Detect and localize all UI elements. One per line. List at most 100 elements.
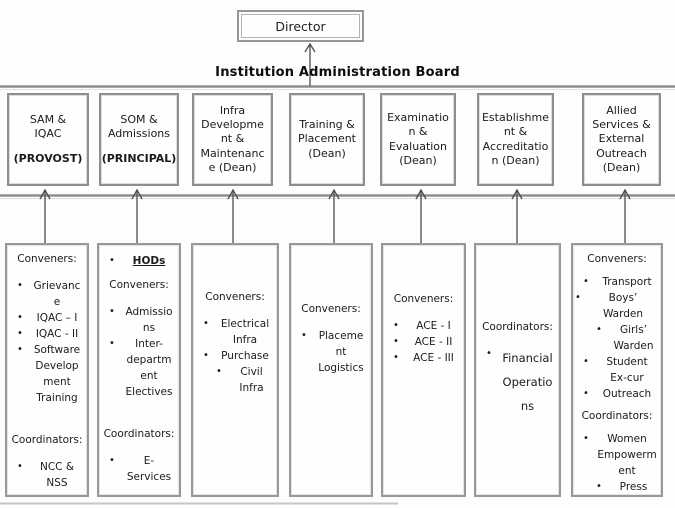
dept-title: SAM & IQAC <box>29 112 67 140</box>
director-label: Director <box>275 18 326 34</box>
bullet-icon: • <box>17 312 23 323</box>
list-item-label: ACE - III <box>413 352 454 364</box>
dept-title: Examinatio n & Evaluation (Dean) <box>387 110 449 167</box>
bullet-icon: • <box>596 481 602 492</box>
list-item-label: Outreach <box>602 388 652 400</box>
list-item: • Placeme nt Logistics <box>291 328 371 376</box>
list-item-label: Kitchen Garden <box>597 495 657 497</box>
arrow-to-director <box>304 42 316 86</box>
dept-box-examination-evaluation: Examinatio n & Evaluation (Dean) <box>380 93 456 186</box>
list-item-label: Electrical Infra <box>220 318 270 346</box>
dept-title: Training & Placement (Dean) <box>297 118 356 160</box>
list-item: • Civil Infra <box>193 364 277 396</box>
list-item: • IQAC - II <box>7 326 87 342</box>
bullet-icon: • <box>17 461 23 472</box>
section-heading: Coordinators: <box>103 428 175 440</box>
bullet-icon: • <box>575 292 581 303</box>
list-item: • Electrical Infra <box>193 316 277 348</box>
list-item: •NCC & NSS <box>7 459 87 491</box>
list-item-label: Girls’ Warden <box>613 324 654 352</box>
list-item: • IQAC – I <box>7 310 87 326</box>
bullet-icon: • <box>17 280 23 291</box>
director-box: Director <box>237 10 364 42</box>
bullet-icon: • <box>393 352 399 363</box>
list-item: • Inter- departm ent Electives <box>99 336 179 400</box>
list-item-label: Press <box>619 481 648 493</box>
dept-box-som-admissions: SOM & Admissions (PRINCIPAL) <box>99 93 179 186</box>
bullet-icon: • <box>583 276 589 287</box>
dept-title: Allied Services & External Outreach (Dea… <box>592 103 651 174</box>
list-item: • Girls’ Warden <box>573 322 661 354</box>
list-item-label: IQAC - II <box>35 328 79 340</box>
list-item-label: Grievanc e <box>33 280 81 308</box>
list-item: • ACE - I <box>383 318 464 334</box>
list-item: • Grievanc e <box>7 278 87 310</box>
bullet-icon: • <box>393 336 399 347</box>
panel-allied-services: Conveners:•Transport•Boys’ Warden•Girls’… <box>571 243 663 497</box>
section-heading: Coordinators: <box>581 410 653 422</box>
section-heading: Coordinators: <box>11 434 83 446</box>
list-item: • Boys’ Warden <box>573 290 661 322</box>
list-item: •Kitchen Garden <box>573 495 661 497</box>
bullet-icon: • <box>486 348 492 359</box>
list-item-label: Software Develop ment Training <box>33 344 81 404</box>
section-heading: Conveners: <box>109 279 169 291</box>
list-item-label: Placeme nt Logistics <box>318 330 364 374</box>
bullet-icon: • <box>216 366 222 377</box>
section-heading: Conveners: <box>301 303 361 315</box>
bullet-icon: • <box>301 330 307 341</box>
bullet-icon: • <box>583 356 589 367</box>
board-title: Institution Administration Board <box>215 65 460 80</box>
section-heading: Conveners: <box>17 253 77 265</box>
dept-subtitle: (PROVOST) <box>13 152 83 166</box>
bullet-icon: • <box>109 306 115 317</box>
dept-box-establishment-accreditation: Establishme nt & Accreditatio n (Dean) <box>477 93 554 186</box>
dept-title: Establishme nt & Accreditatio n (Dean) <box>481 110 549 167</box>
list-item: • Software Develop ment Training <box>7 342 87 406</box>
list-item: • Press <box>573 479 661 495</box>
list-item-label: Women Empowerm ent <box>597 433 657 477</box>
bullet-icon: • <box>393 320 399 331</box>
panel-training-placement: Conveners: • Placeme nt Logistics <box>289 243 373 497</box>
list-item-label: Transport <box>602 276 652 288</box>
section-heading: Conveners: <box>393 293 454 305</box>
list-item-label: Financial Operatio ns <box>502 351 553 413</box>
dept-box-sam-iqac: SAM & IQAC (PROVOST) <box>7 93 89 186</box>
list-item: • ACE - II <box>383 334 464 350</box>
section-heading: Coordinators: <box>482 321 553 333</box>
list-item-label: Purchase <box>221 350 269 362</box>
list-item-label: ACE - I <box>416 320 451 332</box>
bullet-icon: • <box>17 328 23 339</box>
bullet-icon: • <box>596 324 602 335</box>
dept-box-allied-services: Allied Services & External Outreach (Dea… <box>582 93 661 186</box>
list-item: • Student Ex-cur <box>573 354 661 386</box>
list-item-label: Inter- departm ent Electives <box>125 338 173 398</box>
panel-infra: Conveners: • Electrical Infra • Purchase • Civ… <box>191 243 279 497</box>
dept-title: SOM & Admissions <box>107 112 171 140</box>
bullet-icon: • <box>109 255 115 266</box>
list-item-label: Civil Infra <box>239 366 264 394</box>
list-item: •Women Empowerm ent <box>573 431 661 479</box>
bullet-icon: • <box>109 338 115 349</box>
bullet-icon: • <box>583 388 589 399</box>
panel-establishment-accreditation: Coordinators: • Financial Operatio ns <box>474 243 561 497</box>
list-item: • Purchase <box>193 348 277 364</box>
list-item: • ACE - III <box>383 350 464 366</box>
bullet-icon: • <box>203 318 209 329</box>
panel-examination-evaluation: Conveners: • ACE - I • ACE - II • ACE - III <box>381 243 466 497</box>
bullet-icon: • <box>109 455 115 466</box>
dept-subtitle: (PRINCIPAL) <box>101 152 177 166</box>
list-item-label: Boys’ Warden <box>602 292 644 320</box>
list-item-label: ACE - II <box>414 336 453 348</box>
list-item-label: Student Ex-cur <box>606 356 648 384</box>
list-item: •HODs <box>99 253 179 269</box>
list-item: • Transport <box>573 274 661 290</box>
bullet-icon: • <box>583 495 597 497</box>
panel-sam-iqac: Conveners: • Grievanc e • IQAC – I • IQAC - II… <box>5 243 89 497</box>
list-item-label: IQAC – I <box>36 312 78 324</box>
bullet-icon: • <box>203 350 209 361</box>
section-heading: Conveners: <box>205 291 265 303</box>
bullet-icon: • <box>17 344 23 355</box>
